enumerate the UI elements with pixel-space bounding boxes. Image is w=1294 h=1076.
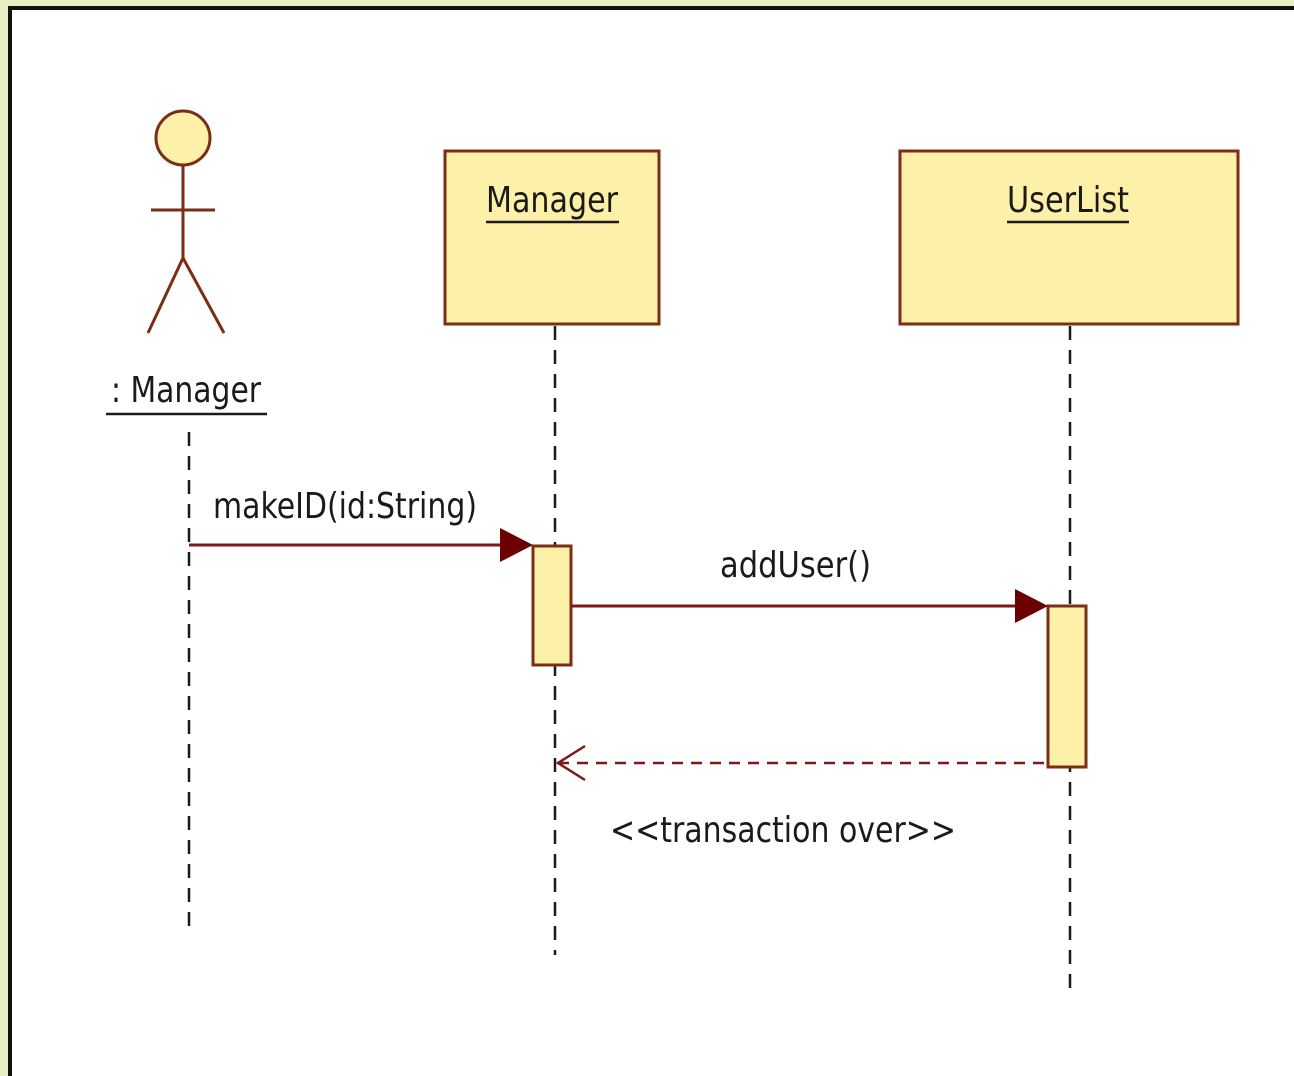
message-label-adduser: addUser() xyxy=(720,545,871,586)
actor-left-leg xyxy=(146,257,185,334)
message-makeid[interactable]: makeID(id:String) xyxy=(189,486,533,562)
activation-bar-manager xyxy=(531,544,573,667)
message-adduser[interactable]: addUser() xyxy=(571,545,1048,623)
lifeline-head-userlist[interactable]: UserList xyxy=(898,149,1240,326)
object-box-manager xyxy=(443,149,661,326)
actor-right-leg xyxy=(181,257,226,334)
object-label-userlist: UserList xyxy=(1007,180,1129,221)
arrowhead-makeid xyxy=(500,528,533,562)
actor-label: : Manager xyxy=(111,370,261,411)
actor-manager[interactable]: : Manager xyxy=(106,109,267,416)
object-box-userlist xyxy=(898,149,1240,326)
arrowhead-adduser xyxy=(1015,589,1048,623)
message-label-makeid: makeID(id:String) xyxy=(213,486,477,527)
message-label-return: <<transaction over>> xyxy=(610,810,956,851)
actor-head xyxy=(154,109,212,167)
activation-bar-userlist xyxy=(1046,604,1088,769)
lifeline-head-manager[interactable]: Manager xyxy=(443,149,661,326)
message-return-transaction-over[interactable]: <<transaction over>> xyxy=(555,744,1048,851)
open-arrowhead-return xyxy=(555,744,586,782)
object-label-manager: Manager xyxy=(486,180,618,221)
